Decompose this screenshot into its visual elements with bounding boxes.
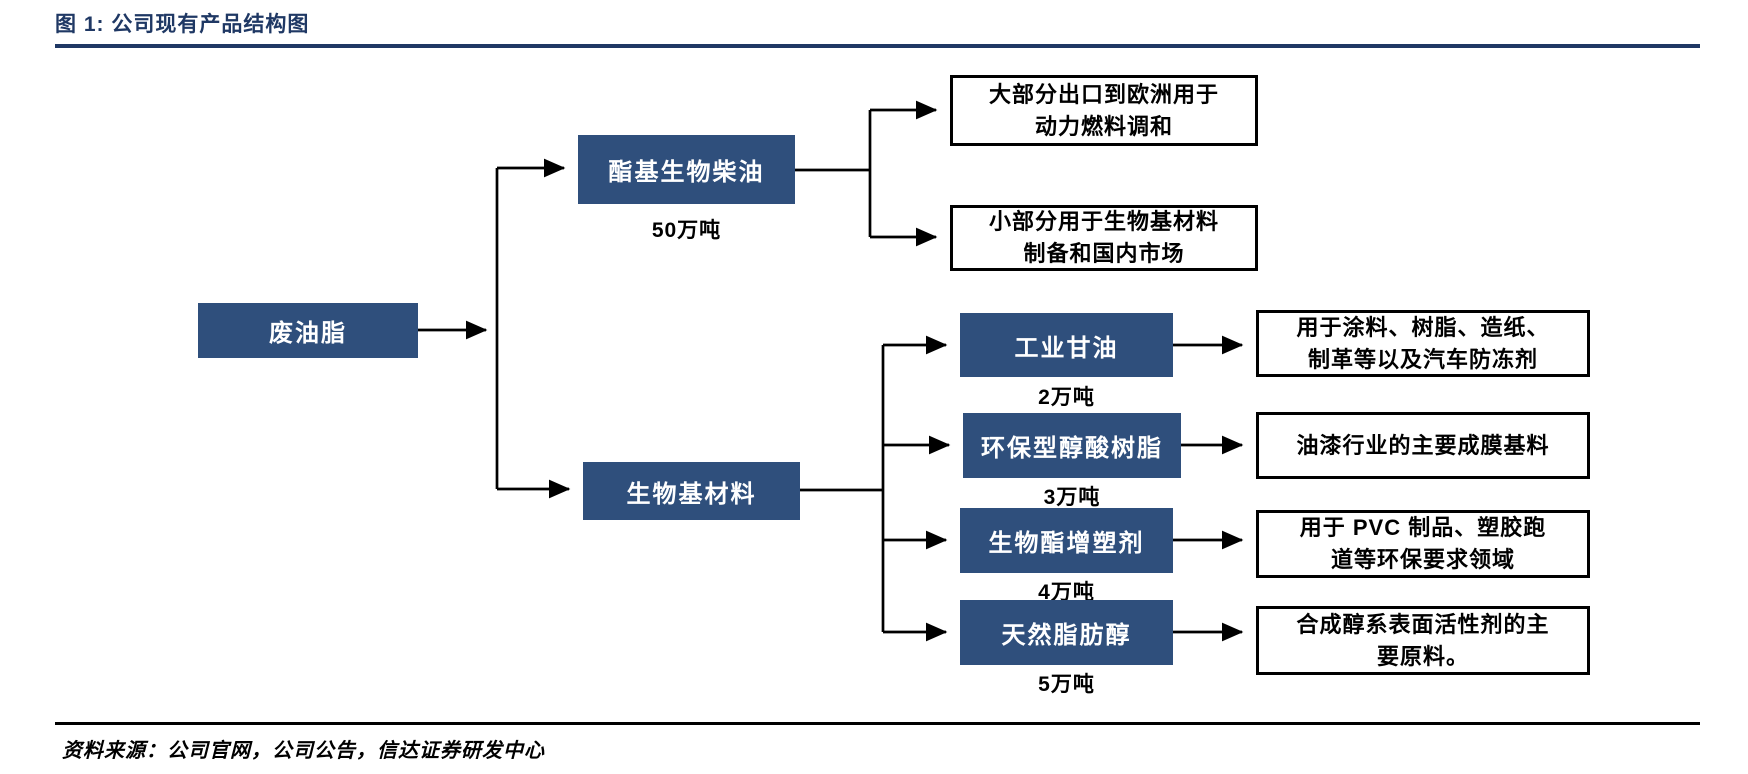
title-divider (55, 44, 1700, 48)
usebox-plasticizer-applications: 用于 PVC 制品、塑胶跑 道等环保要求领域 (1256, 510, 1590, 578)
capacity-industrial-glycerin: 2万吨 (1038, 386, 1095, 409)
usebox-domestic-market: 小部分用于生物基材料 制备和国内市场 (950, 205, 1258, 271)
source-note: 资料来源：公司官网，公司公告，信达证券研发中心 (62, 740, 545, 762)
node-natural-fatty-alcohol: 天然脂肪醇 (960, 600, 1173, 665)
footer-divider (55, 722, 1700, 725)
capacity-ester-biodiesel: 50万吨 (651, 219, 722, 242)
capacity-natural-fatty-alcohol: 5万吨 (1038, 673, 1095, 696)
figure-title: 图 1: 公司现有产品结构图 (55, 13, 310, 36)
usebox-glycerin-applications: 用于涂料、树脂、造纸、 制革等以及汽车防冻剂 (1256, 310, 1590, 377)
usebox-export-europe: 大部分出口到欧洲用于 动力燃料调和 (950, 75, 1258, 146)
node-industrial-glycerin: 工业甘油 (960, 313, 1173, 377)
node-ester-biodiesel: 酯基生物柴油 (578, 135, 795, 204)
node-alkyd-resin: 环保型醇酸树脂 (963, 413, 1181, 478)
node-bio-ester-plasticizer: 生物酯增塑剂 (960, 508, 1173, 573)
capacity-bio-ester-plasticizer: 4万吨 (1038, 581, 1095, 604)
usebox-alkyd-applications: 油漆行业的主要成膜基料 (1256, 412, 1590, 479)
capacity-alkyd-resin: 3万吨 (1043, 486, 1101, 509)
usebox-fatty-alcohol-applications: 合成醇系表面活性剂的主 要原料。 (1256, 606, 1590, 675)
node-waste-oil: 废油脂 (198, 303, 418, 358)
node-bio-materials: 生物基材料 (583, 462, 800, 520)
